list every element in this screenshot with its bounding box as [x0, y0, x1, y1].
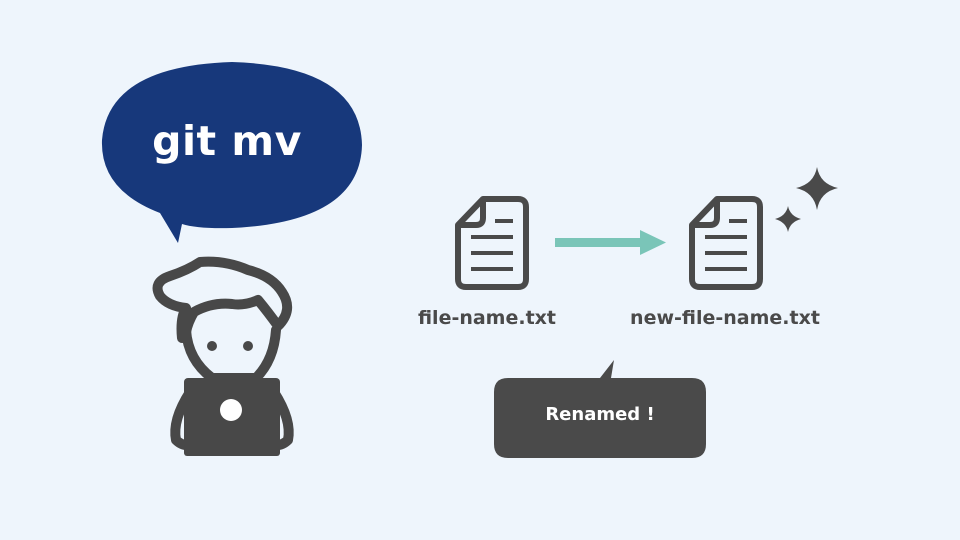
result-text: Renamed ! — [545, 404, 655, 425]
command-text: git mv — [152, 117, 302, 165]
old-file-label: file-name.txt — [417, 307, 557, 329]
new-file-label: new-file-name.txt — [630, 307, 820, 329]
